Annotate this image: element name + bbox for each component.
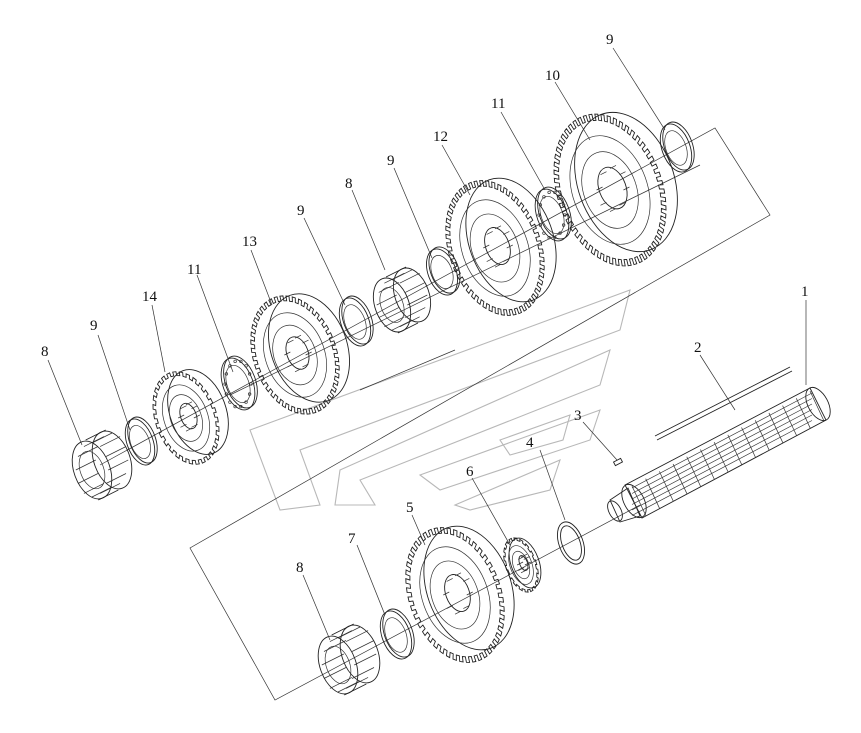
part-9-washer-left	[124, 416, 158, 466]
part-5-gear	[405, 525, 515, 663]
part-2-rod	[654, 366, 793, 441]
part-1-shaft	[607, 386, 831, 523]
part-12-gear	[445, 177, 557, 316]
part-9-washer-upper	[426, 246, 461, 296]
part-6-spline-washer	[503, 537, 542, 593]
callout-9d: 9	[606, 32, 614, 48]
part-13-gear	[250, 293, 350, 415]
part-3-small-pin	[612, 457, 624, 467]
part-8-bearing-left	[71, 429, 133, 501]
callout-8c: 8	[345, 176, 353, 192]
callout-9b: 9	[297, 203, 305, 219]
callout-8a: 8	[296, 560, 304, 576]
callouts: 1 2 3 4 5 6 7 8 8 8 9 9 9 9 10 11 11 12 …	[41, 32, 809, 641]
part-9-washer-right	[659, 121, 695, 173]
callout-14: 14	[142, 289, 158, 305]
callout-8b: 8	[41, 344, 49, 360]
watermark-logo	[249, 289, 631, 511]
callout-1: 1	[801, 284, 809, 300]
callout-12: 12	[433, 129, 448, 145]
part-8-bearing-bottom	[317, 623, 381, 696]
callout-9a: 9	[90, 318, 98, 334]
part-10-gear-large	[553, 111, 678, 267]
part-11-washer-right	[534, 186, 572, 242]
components	[71, 111, 695, 696]
callout-13: 13	[242, 234, 257, 250]
callout-11b: 11	[491, 96, 505, 112]
callout-3: 3	[574, 408, 582, 424]
part-9-washer-mid	[338, 295, 374, 347]
callout-2: 2	[694, 340, 702, 356]
callout-7: 7	[348, 531, 356, 547]
callout-11a: 11	[187, 262, 201, 278]
part-4-snap-ring	[556, 521, 586, 565]
callout-4: 4	[526, 435, 534, 451]
callout-5: 5	[406, 500, 414, 516]
callout-9c: 9	[387, 153, 395, 169]
assembly-axis-lines	[99, 127, 771, 701]
callout-6: 6	[466, 464, 474, 480]
part-8-bearing-mid	[372, 266, 432, 334]
part-14-gear	[152, 369, 229, 465]
callout-10: 10	[545, 68, 560, 84]
part-11-washer-left	[220, 355, 258, 411]
part-7-washer	[379, 608, 415, 660]
